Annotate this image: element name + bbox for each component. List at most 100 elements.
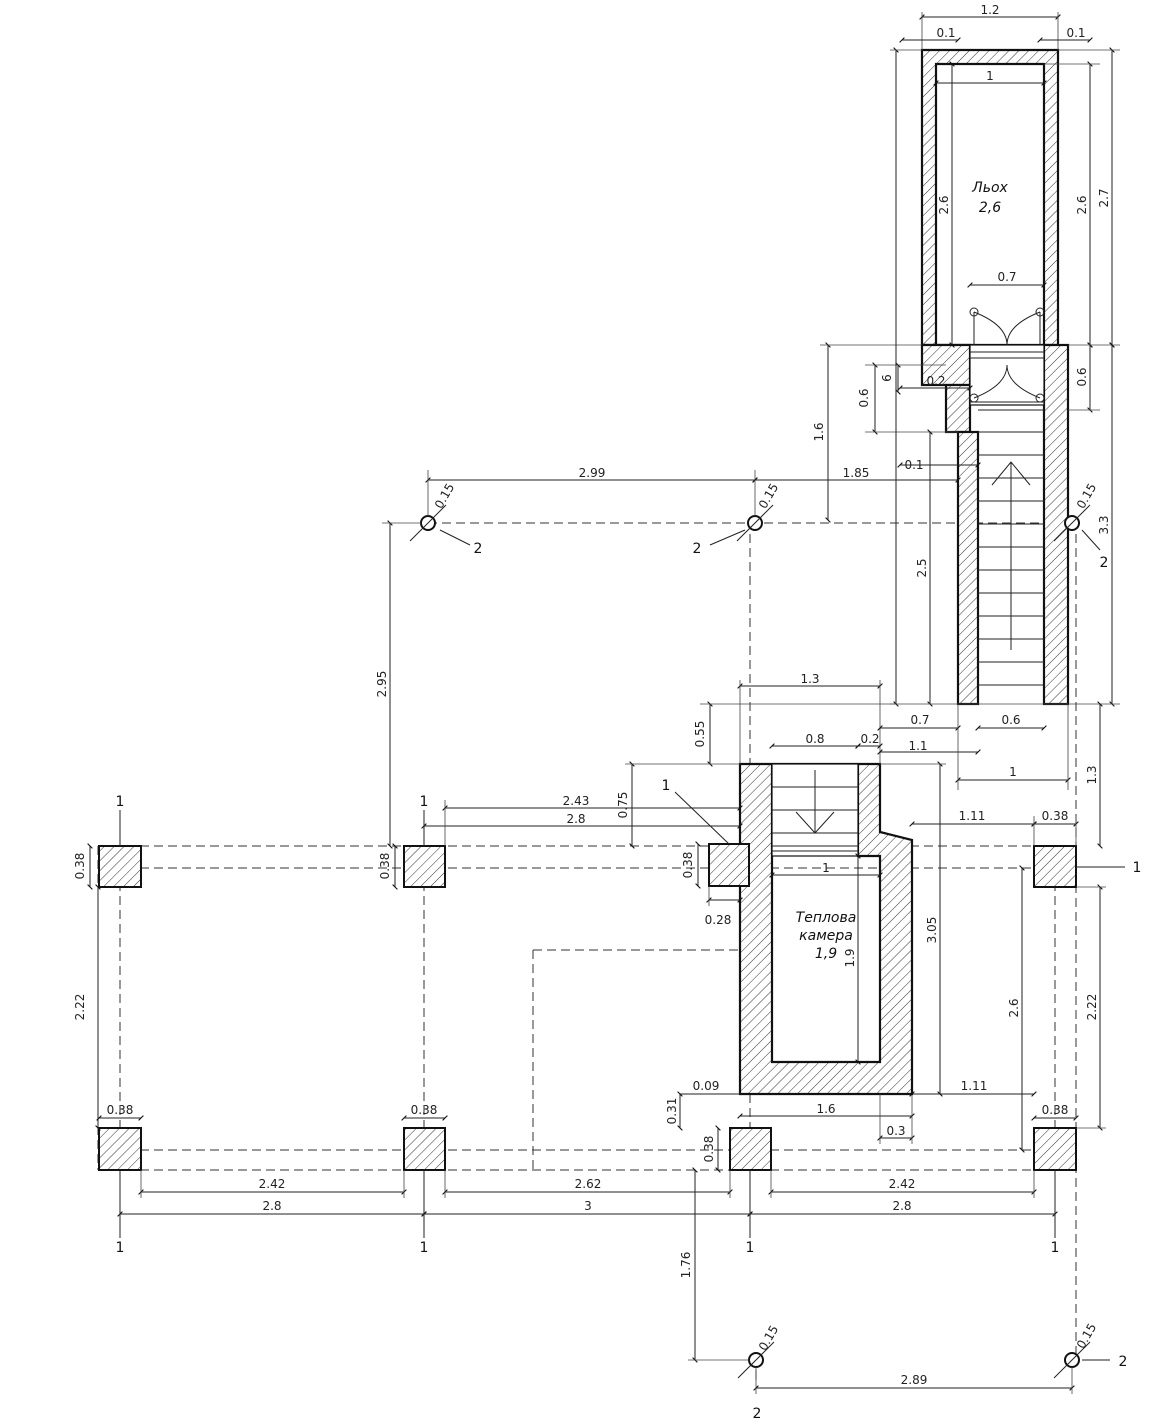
dim-label: 1.2 — [980, 3, 999, 17]
dim-label: 0.38 — [107, 1103, 134, 1117]
dim-label: 1.76 — [679, 1252, 693, 1279]
dim-label: 0.1 — [1066, 26, 1085, 40]
heat-chamber-walls — [738, 762, 914, 1096]
dim-label: 1 — [1009, 765, 1017, 779]
dim-label: 1.11 — [961, 1079, 988, 1093]
dim-label: 0.38 — [73, 853, 87, 880]
dim-label: 3.05 — [925, 917, 939, 944]
pile-column — [1033, 1127, 1077, 1171]
dim-label: 0.38 — [1042, 1103, 1069, 1117]
dim-label: 1.85 — [843, 466, 870, 480]
cellar-name: Льох — [971, 180, 1008, 196]
room-labels: Льох 2,6 Теплова камера 1,9 — [796, 180, 1009, 962]
pile-mark: 1 — [116, 1240, 125, 1256]
pile-column — [708, 843, 750, 887]
cellar-stairs — [978, 409, 1044, 686]
dim-label: 1.6 — [816, 1102, 835, 1116]
dim-label: 2.8 — [892, 1199, 911, 1213]
dim-label: 0.15 — [1074, 481, 1099, 511]
pile-column — [403, 845, 446, 888]
dim-label: 0.6 — [1075, 367, 1089, 386]
pile-column — [403, 1127, 446, 1171]
cellar-depth: 2,6 — [979, 200, 1001, 216]
pile-mark: 1 — [746, 1240, 755, 1256]
dim-label: 0.38 — [1042, 809, 1069, 823]
dim-label: 2.5 — [915, 558, 929, 577]
pile-columns — [98, 843, 1077, 1171]
pile-column — [98, 1127, 142, 1171]
dim-label: 1.3 — [1085, 765, 1099, 784]
dim-label: 0.38 — [411, 1103, 438, 1117]
dim-label: 0.1 — [904, 458, 923, 472]
pile-mark: 1 — [420, 1240, 429, 1256]
pile-mark: 1 — [1133, 860, 1142, 876]
dim-label: 1.6 — [812, 422, 826, 441]
dim-label: 0.31 — [665, 1098, 679, 1125]
dim-label: 2.22 — [73, 994, 87, 1021]
dim-label: 2.7 — [1097, 188, 1111, 207]
pole-mark: 2 — [474, 541, 483, 557]
dim-label: 2.42 — [889, 1177, 916, 1191]
dim-label: 0.7 — [997, 270, 1016, 284]
pile-mark: 1 — [1051, 1240, 1060, 1256]
dim-label: 0.7 — [910, 713, 929, 727]
dim-label: 2.22 — [1085, 994, 1099, 1021]
dim-label: 0.28 — [705, 913, 732, 927]
pile-column — [98, 845, 142, 888]
dim-label: 2.6 — [937, 195, 951, 214]
dim-label: 0.8 — [805, 732, 824, 746]
dim-label: 2.99 — [579, 466, 606, 480]
pile-mark: 1 — [116, 794, 125, 810]
dim-label: 6 — [880, 374, 894, 382]
dim-label: 1.1 — [908, 739, 927, 753]
dim-label: 2.42 — [259, 1177, 286, 1191]
dim-label: 0.6 — [1001, 713, 1020, 727]
dim-label: 0.15 — [432, 481, 457, 511]
pile-column — [1033, 845, 1077, 888]
dim-label: 2.95 — [375, 671, 389, 698]
dim-label: 0.1 — [936, 26, 955, 40]
dim-label: 2.43 — [563, 794, 590, 808]
dim-label: 2.62 — [575, 1177, 602, 1191]
cellar-walls — [920, 48, 1070, 706]
dim-label: 0.2 — [860, 732, 879, 746]
pole-marks: 2 2 2 2 2 — [474, 541, 1128, 1422]
dim-label: 0.55 — [693, 721, 707, 748]
pile-mark: 1 — [420, 794, 429, 810]
dim-label: 0.6 — [857, 388, 871, 407]
dim-label: 1 — [986, 69, 994, 83]
chamber-name-line1: Теплова — [796, 910, 857, 926]
dimension-labels: 1.2 0.1 0.1 1 2.6 2.6 2.7 0.7 0.6 6 0.2 … — [73, 3, 1111, 1387]
dim-label: 1.3 — [800, 672, 819, 686]
cellar-door — [969, 307, 1045, 403]
pole-mark: 2 — [753, 1406, 762, 1422]
dim-label: 2.6 — [1007, 998, 1021, 1017]
dim-label: 0.2 — [926, 374, 945, 388]
dim-label: 0.38 — [681, 852, 695, 879]
dim-label: 2.8 — [566, 812, 585, 826]
pile-column — [729, 1127, 772, 1171]
dim-label: 1.9 — [843, 948, 857, 967]
dim-label: 0.15 — [756, 481, 781, 511]
pole-mark: 2 — [1100, 555, 1109, 571]
pole-mark: 2 — [1119, 1354, 1128, 1370]
chamber-depth: 1,9 — [815, 946, 837, 962]
dim-label: 2.8 — [262, 1199, 281, 1213]
dim-label: 0.3 — [886, 1124, 905, 1138]
dim-label: 3.3 — [1097, 515, 1111, 534]
dim-label: 0.09 — [693, 1079, 720, 1093]
dim-label: 0.38 — [378, 853, 392, 880]
dim-label: 0.15 — [756, 1323, 781, 1353]
dim-label: 3 — [584, 1199, 592, 1213]
dim-label: 2.89 — [901, 1373, 928, 1387]
dimension-lines — [87, 12, 1125, 1394]
pole-mark: 2 — [693, 541, 702, 557]
pole-markers — [409, 504, 1110, 1380]
dim-label: 1.11 — [959, 809, 986, 823]
chamber-name-line2: камера — [799, 928, 853, 944]
dim-label: 0.75 — [616, 792, 630, 819]
pile-mark: 1 — [662, 778, 671, 794]
dim-label: 0.38 — [702, 1136, 716, 1163]
dim-label: 1 — [822, 861, 830, 875]
